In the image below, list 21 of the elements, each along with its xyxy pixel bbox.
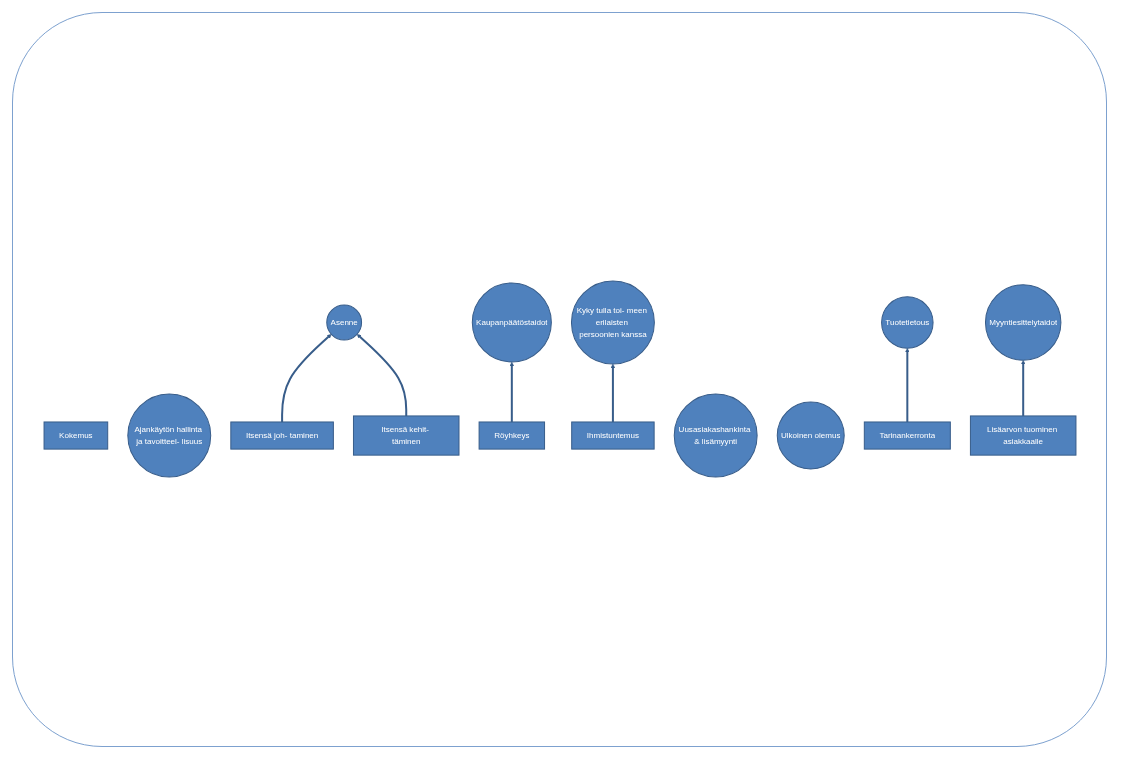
arrow [280,334,331,423]
arrow [509,362,514,423]
arrow [356,334,407,417]
node-circle: Uusasiakashankinta & lisämyynti [673,394,758,478]
node-circle: Kaupanpäätöstaidot [471,282,552,363]
node-box: Tarinankerronta [863,421,951,451]
node-circle: Myyntiesittelytaidot [984,284,1061,362]
node-box: Kokemus [43,421,108,451]
node-box: Ihmistuntemus [570,421,655,451]
node-box: Itsensä kehit- täminen [352,415,459,457]
node-circle: Ajankäytön hallinta ja tavoitteel- lisuus [126,394,211,478]
arrow [1020,360,1025,417]
node-box: Itsensä joh- taminen [229,421,334,451]
node-circle: Tuotetietous [880,296,934,350]
arrow [904,348,910,423]
node-circle: Asenne [325,305,362,341]
node-box: Röyhkeys [478,421,545,451]
node-circle: Ulkoinen olemus [776,402,845,470]
arrow [610,364,615,423]
node-box: Lisäarvon tuominen asiakkaalle [969,415,1076,457]
node-circle: Kyky tulla toi- meen erilaisten persoonien kanssa [570,281,655,365]
